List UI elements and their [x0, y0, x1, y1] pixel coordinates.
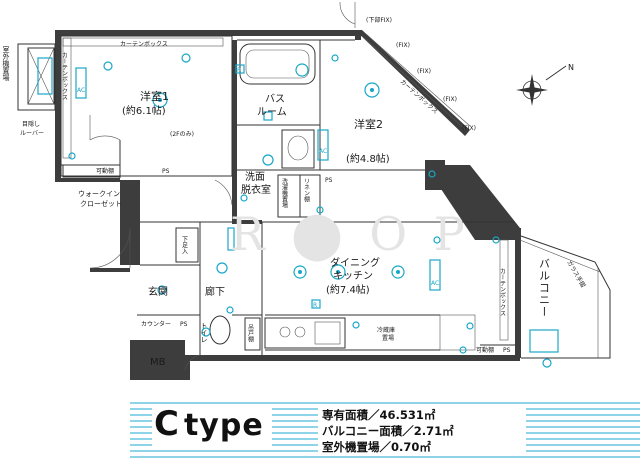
type-letter: C	[154, 404, 180, 444]
room-balcony: バルコニー	[538, 258, 551, 318]
r-label-2: R	[313, 302, 317, 309]
fridge-label: 冷蔵庫	[377, 326, 395, 334]
fix-label-2: (FIX)	[396, 42, 410, 49]
curtain-box-top: カーテンボックス	[120, 40, 168, 48]
room-mb: MB	[150, 357, 166, 368]
ac-label-1: AC	[77, 87, 85, 94]
two-f-only-label: (2Fのみ)	[170, 131, 194, 138]
ac-label-3: AC	[431, 280, 439, 287]
type-label-bg	[152, 408, 272, 448]
outdoor-unit-label: 室外機置場	[2, 45, 10, 82]
shoe-box-label: 下足入	[181, 236, 188, 254]
linen-label: リネン棚	[303, 178, 310, 203]
toilet-shelf-label: 吊戸棚	[247, 324, 254, 343]
compass-icon: N	[516, 63, 574, 106]
compass-north: N	[568, 63, 574, 72]
partitions	[17, 1, 611, 371]
room-bath-2: ルーム	[257, 106, 287, 118]
room-western1: 洋室1	[140, 89, 169, 103]
room-washroom: 洗面	[245, 171, 265, 183]
fix-label-3: (FIX)	[417, 68, 431, 75]
counter-label: カウンター	[141, 320, 171, 328]
room-walkin-2: クローゼット	[80, 199, 122, 208]
room-kitchen: キッチン	[333, 270, 373, 282]
fridge-label-2: 置場	[382, 334, 394, 342]
room-western2: 洋室2	[354, 117, 383, 131]
room-toilet: トイレ	[200, 322, 208, 343]
blind-louver-label-2: ルーバー	[20, 130, 44, 137]
curtain-box-left: カーテンボックス	[61, 52, 68, 100]
movable-shelf-2: 可動棚	[476, 346, 494, 354]
fix-lower-label: (下部FIX)	[366, 16, 392, 24]
washer-label: 洗濯機置場	[281, 177, 288, 209]
fix-label-5: (FIX)	[462, 125, 476, 132]
r-label-1: R	[237, 67, 241, 74]
blind-louver-label: 目隠し	[22, 120, 40, 128]
ps-2: PS	[325, 177, 333, 184]
ac-label-2: AC	[319, 148, 327, 155]
floor-plan: N R ⬤ O P 洋室1 (約6.1帖) バス ルーム 洋室2 (約4.8帖)…	[2, 1, 611, 380]
room-dining: ダイニング	[330, 256, 380, 269]
room-washroom-2: 脱衣室	[241, 183, 271, 196]
walls	[55, 30, 521, 380]
watermark: R ⬤ O P	[230, 207, 471, 262]
ps-4: PS	[503, 347, 511, 354]
spec-outdoor-unit-area: 室外機置場／0.70㎡	[322, 440, 431, 454]
type-word: type	[183, 408, 264, 443]
curtain-box-right: カーテンボックス	[499, 268, 506, 316]
fix-label-4: (FIX)	[443, 96, 457, 103]
room-bath: バス	[265, 93, 285, 105]
ps-1: PS	[162, 168, 170, 175]
room-western2-size: (約4.8帖)	[346, 152, 390, 165]
area-specs: 専有面積／46.531㎡ バルコニー面積／2.71㎡ 室外機置場／0.70㎡	[318, 407, 526, 455]
spec-floor-area: 専有面積／46.531㎡	[322, 408, 436, 422]
electrical-fixtures	[37, 53, 559, 368]
room-dining-size: (約7.4帖)	[326, 283, 370, 296]
movable-shelf-1: 可動棚	[96, 167, 114, 175]
ps-3: PS	[180, 321, 188, 328]
room-walkin: ウォークイン	[78, 190, 120, 198]
spec-balcony-area: バルコニー面積／2.71㎡	[322, 424, 454, 438]
glass-rail-label: ガラス手摺	[565, 259, 587, 289]
room-entrance: 玄関	[148, 285, 168, 298]
room-western1-size: (約6.1帖)	[122, 104, 166, 117]
room-hallway: 廊下	[205, 285, 225, 298]
